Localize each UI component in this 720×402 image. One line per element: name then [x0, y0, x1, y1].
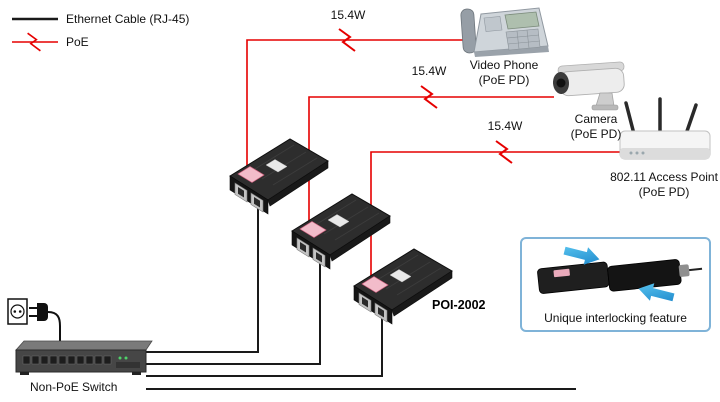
poe-injector-1	[229, 138, 329, 215]
switch-label: Non-PoE Switch	[30, 380, 118, 394]
camera-type: (PoE PD)	[570, 126, 622, 141]
interlock-callout: Unique interlocking feature	[520, 237, 711, 332]
access-point-type: (PoE PD)	[638, 184, 690, 199]
legend-poe-label: PoE	[66, 35, 89, 49]
power-outlet-icon	[7, 298, 28, 325]
camera-image	[552, 61, 625, 111]
ethernet-cable-injector-2	[146, 260, 321, 365]
ethernet-cable-injector-1	[146, 205, 259, 353]
access-point-name: 802.11 Access Point	[610, 170, 718, 184]
interlock-callout-label: Unique interlocking feature	[544, 311, 687, 325]
poe-cable-camera	[308, 96, 554, 242]
interlock-arrow-left-icon	[638, 283, 675, 302]
camera-label: Camera (PoE PD)	[550, 112, 642, 141]
power-label-videophone: 15.4W	[330, 8, 366, 22]
poe-cable-videophone	[246, 39, 468, 186]
poe-injector-2	[291, 193, 391, 270]
video-phone-label: Video Phone (PoE PD)	[458, 58, 550, 87]
access-point-image	[619, 97, 711, 160]
legend-ethernet-label: Ethernet Cable (RJ-45)	[66, 12, 190, 26]
video-phone-name: Video Phone	[469, 58, 539, 72]
ethernet-cables	[146, 205, 576, 390]
switch-image	[15, 340, 153, 375]
power-label-camera: 15.4W	[411, 64, 447, 78]
interlock-injectors	[537, 259, 703, 294]
injector-model-label: POI-2002	[432, 298, 486, 312]
access-point-label: 802.11 Access Point (PoE PD)	[606, 170, 720, 199]
poe-cable-accesspoint	[370, 151, 620, 297]
power-plug-icon	[29, 303, 61, 342]
poe-cables	[246, 39, 620, 297]
interlock-arrow-right-icon	[563, 246, 600, 265]
video-phone-image	[460, 7, 549, 57]
power-label-accesspoint: 15.4W	[487, 119, 523, 133]
legend-swatches	[12, 17, 58, 52]
poe-injector-3	[353, 248, 453, 325]
interlock-image	[537, 246, 703, 302]
switch-ports	[22, 355, 112, 365]
video-phone-type: (PoE PD)	[478, 72, 530, 87]
ethernet-cable-injector-3	[146, 315, 383, 377]
camera-name: Camera	[574, 112, 618, 126]
